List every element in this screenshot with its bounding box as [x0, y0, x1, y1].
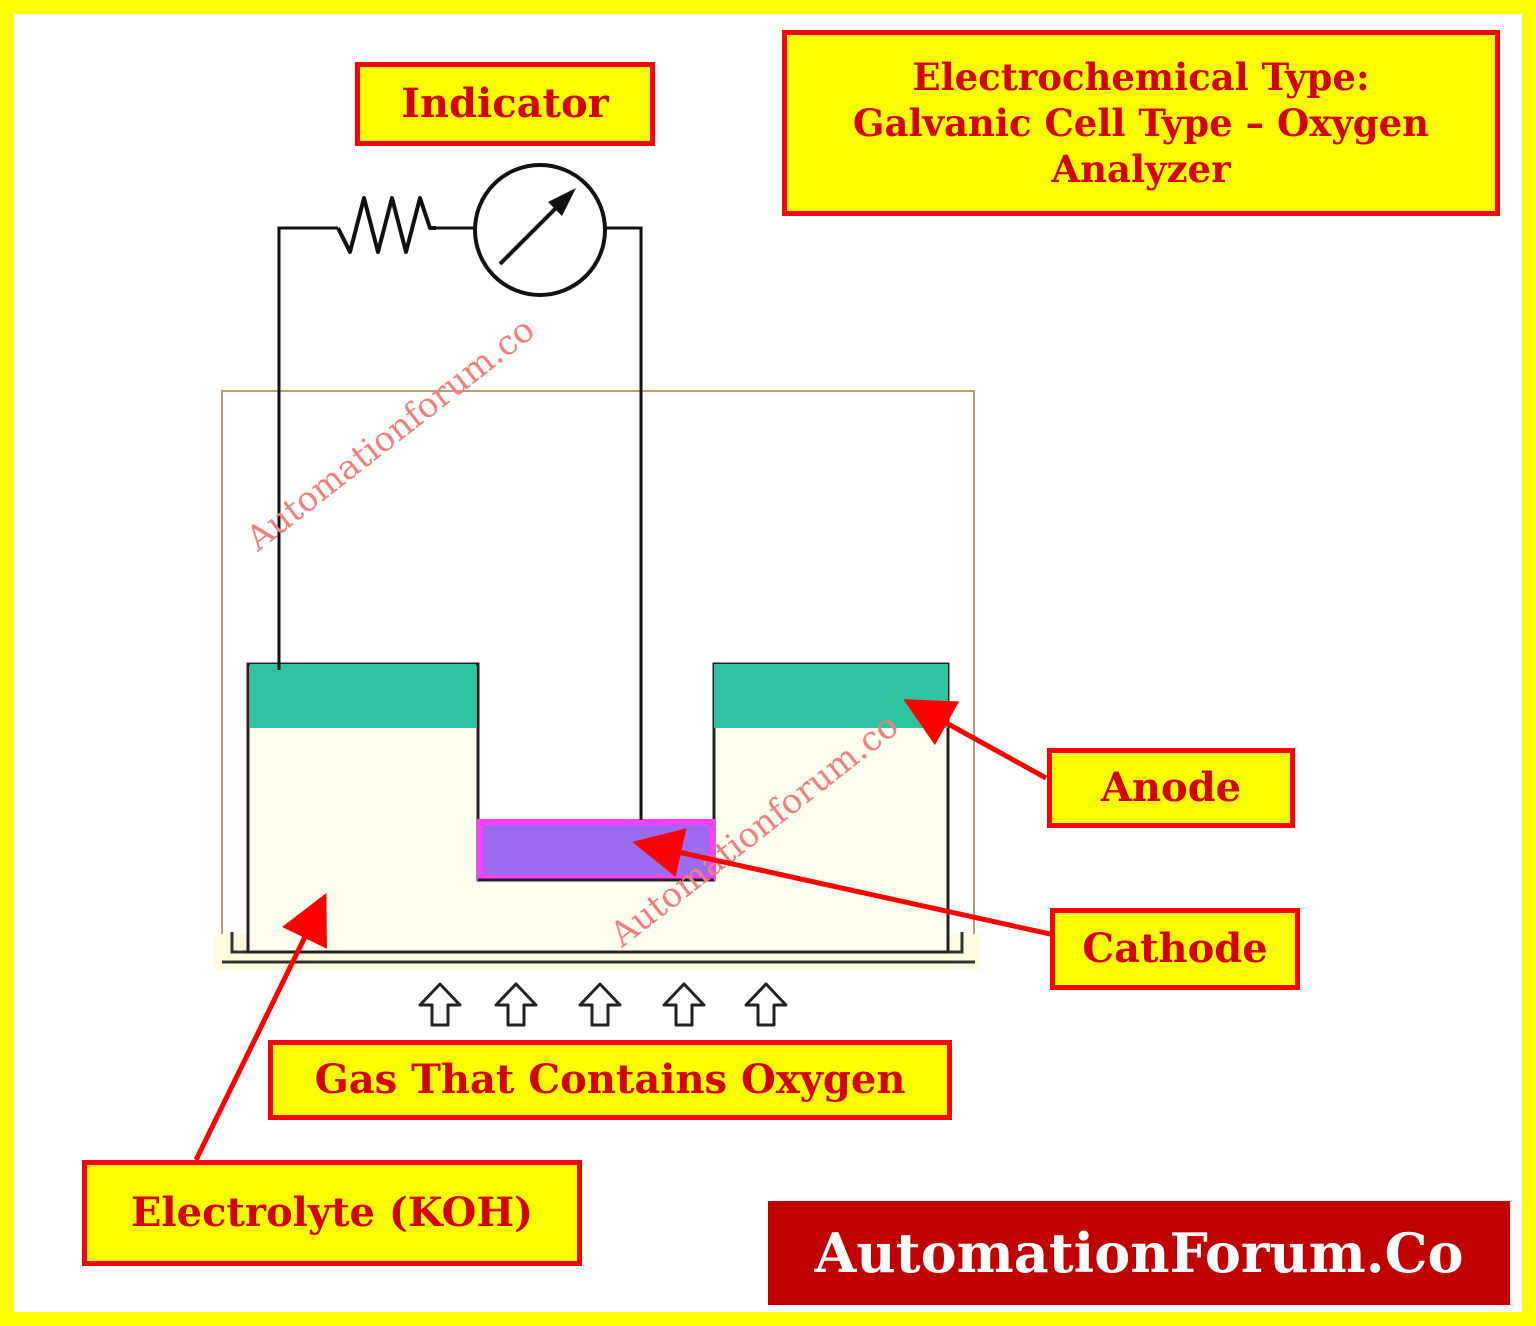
- up-arrow-icon: [418, 982, 462, 1027]
- up-arrow-icon: [578, 982, 622, 1027]
- gas-flow-arrows: [418, 982, 788, 1027]
- brand-logo: AutomationForum.Co: [768, 1201, 1510, 1305]
- up-arrow-icon: [494, 982, 538, 1027]
- meter-needle-icon: [498, 200, 564, 266]
- anode-plate-right: [714, 664, 948, 728]
- title-line-1: Electrochemical Type:: [912, 54, 1370, 99]
- cathode-label: Cathode: [1050, 908, 1300, 990]
- diagram-title: Electrochemical Type: Galvanic Cell Type…: [782, 30, 1500, 216]
- meter-dial-icon: [473, 163, 607, 297]
- electrolyte-label: Electrolyte (KOH): [82, 1160, 582, 1266]
- anode-label: Anode: [1047, 748, 1295, 828]
- title-line-2: Galvanic Cell Type – Oxygen: [852, 100, 1430, 145]
- anode-pointer-arrow: [903, 699, 1048, 781]
- electrolyte-pointer-arrow: [193, 893, 327, 1162]
- watermark-upper: Automationforum.co: [238, 310, 542, 560]
- title-line-3: Analyzer: [1051, 147, 1231, 192]
- resistor-icon: [336, 196, 436, 254]
- up-arrow-icon: [744, 982, 788, 1027]
- cathode-pointer-arrow: [632, 828, 1051, 937]
- indicator-label: Indicator: [355, 62, 655, 146]
- wire-left: [277, 226, 338, 670]
- up-arrow-icon: [662, 982, 706, 1027]
- wire-right: [606, 226, 643, 820]
- gas-inlet-label: Gas That Contains Oxygen: [268, 1040, 952, 1120]
- anode-plate-left: [250, 664, 476, 728]
